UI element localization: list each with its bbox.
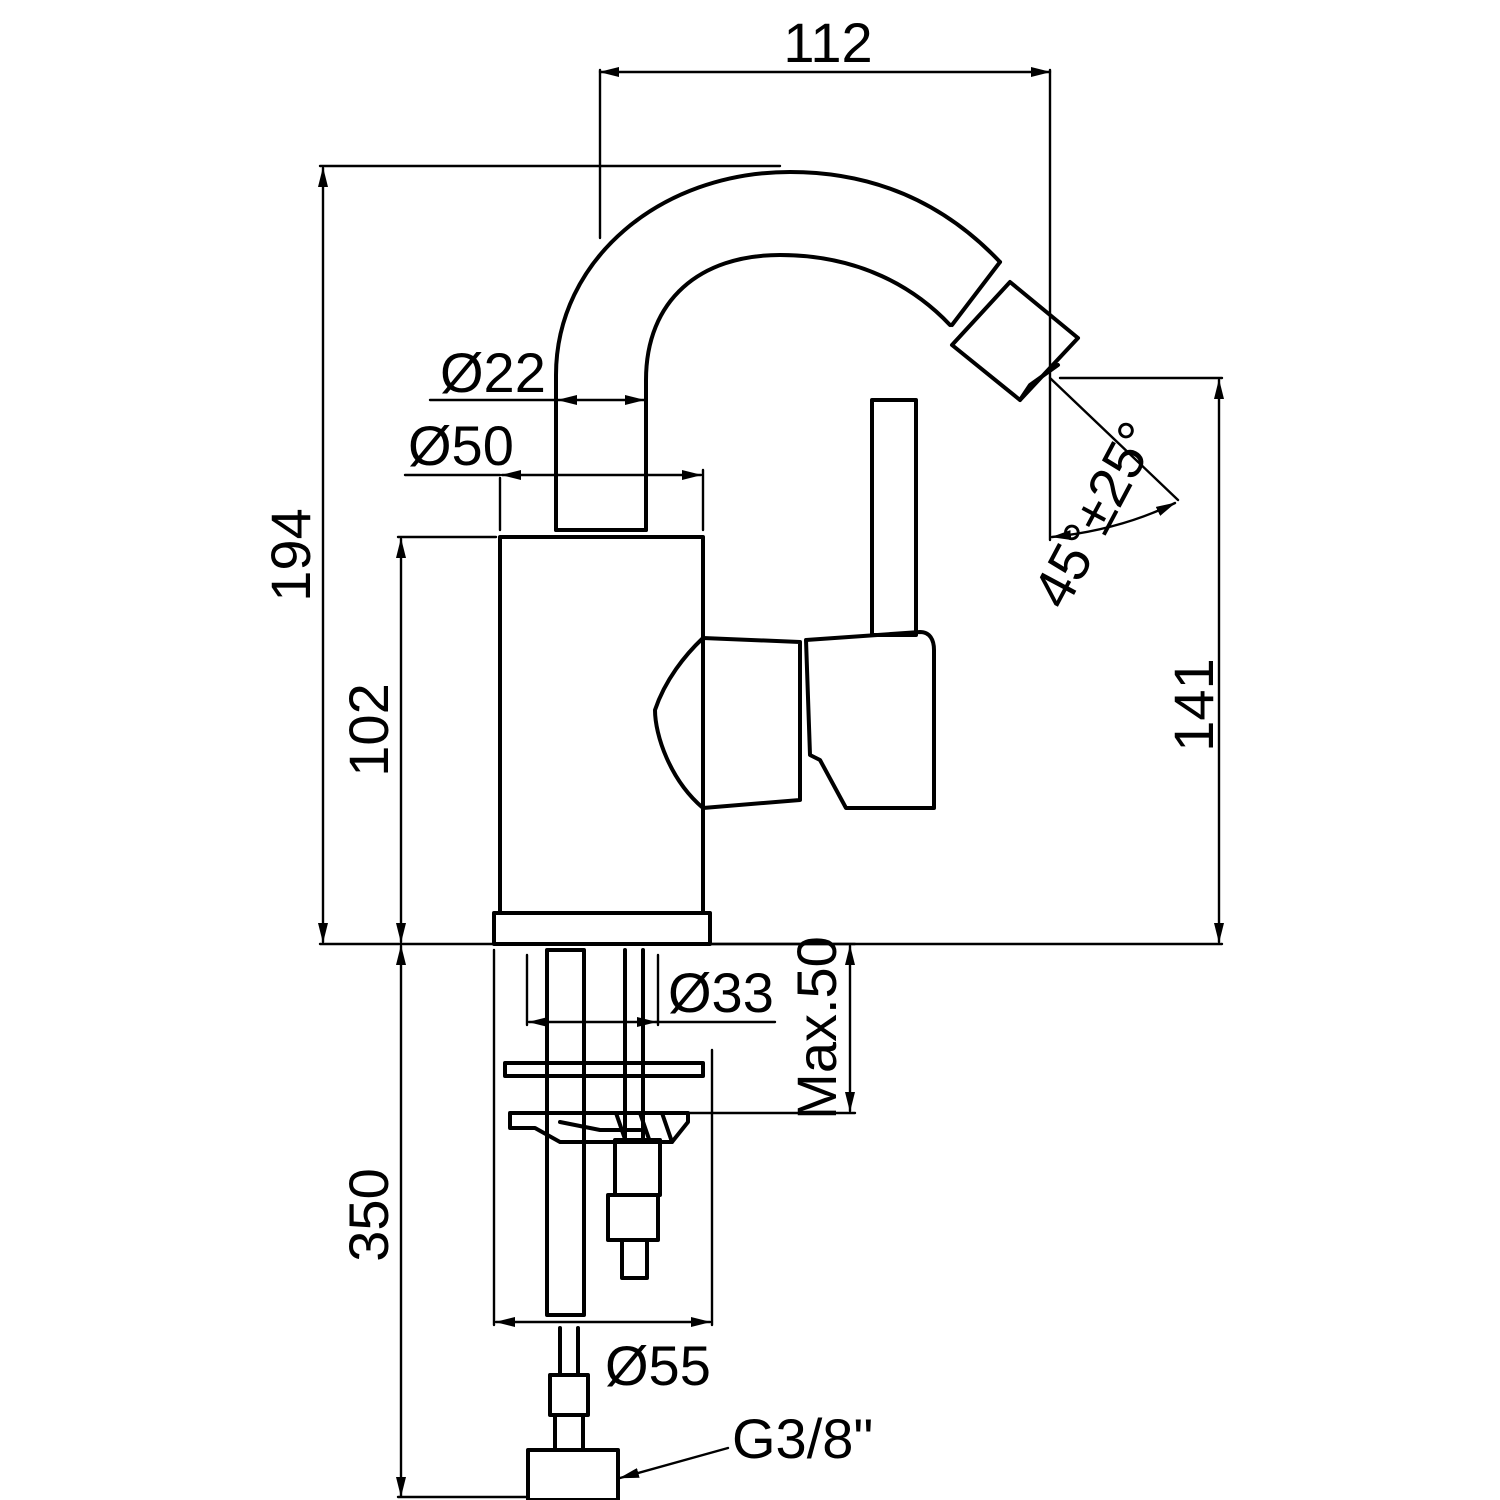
hose-tail: [620, 1238, 649, 1280]
hose-upper: [623, 948, 645, 1142]
clamp-detail: [558, 1111, 674, 1144]
flexible-fitting-lower: [553, 1413, 585, 1452]
angle-ray: [1048, 376, 1180, 502]
spout-outer-curve: [554, 170, 1002, 532]
dim-label-350: 350: [337, 1168, 400, 1261]
spout-tip: [950, 260, 1002, 327]
dim-label-112: 112: [783, 11, 872, 74]
dim-label-141: 141: [1162, 658, 1225, 751]
dim-label-102: 102: [337, 683, 400, 776]
lever-hub: [653, 636, 802, 810]
hose-lower: [558, 1326, 580, 1377]
aerator-outlet: [1018, 363, 1060, 402]
threaded-stud: [545, 948, 586, 1317]
dim-label-194: 194: [259, 508, 322, 601]
dim-label-max50: Max.50: [785, 936, 848, 1120]
clamp-plate: [508, 1111, 690, 1144]
dim-label-d50: Ø50: [408, 414, 514, 477]
lever-stick: [870, 398, 918, 637]
spout-inner-curve: [644, 253, 952, 532]
hose-coupling: [606, 1193, 660, 1242]
dim-label-d22: Ø22: [440, 341, 546, 404]
dim-label-d55: Ø55: [605, 1334, 711, 1397]
fixing-washer: [503, 1061, 705, 1078]
end-nut: [526, 1448, 620, 1500]
body-base-ring: [492, 911, 712, 946]
flexible-fitting: [548, 1373, 590, 1417]
dim-label-d33: Ø33: [668, 961, 774, 1024]
dim-label-thread: G3/8": [732, 1407, 873, 1470]
hose-nut: [613, 1138, 662, 1197]
body: [498, 535, 705, 915]
thread-leader: [618, 1446, 730, 1480]
lever-handle: [804, 630, 936, 810]
angle-arc: [1050, 501, 1177, 541]
